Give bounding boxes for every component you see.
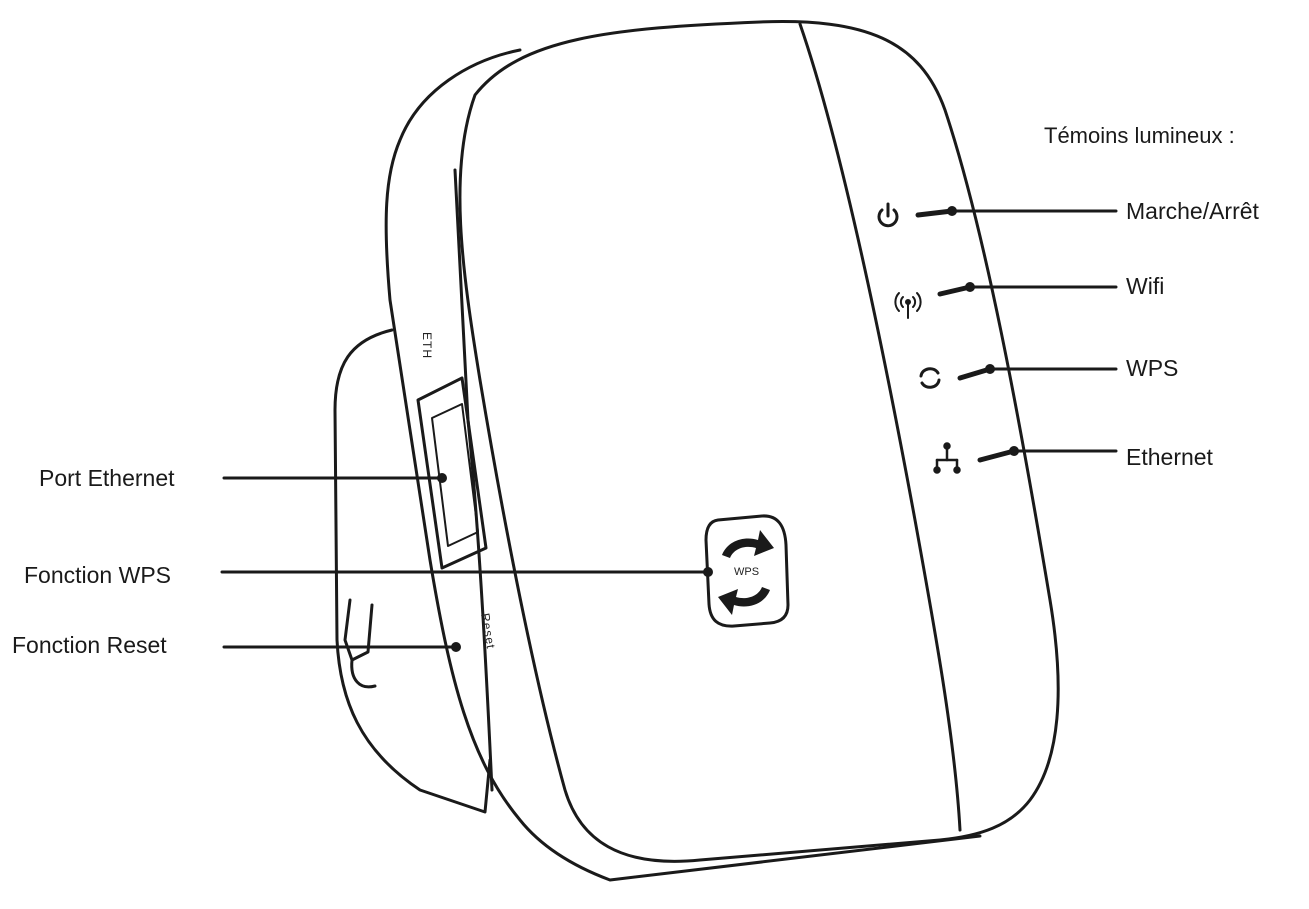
power-icon bbox=[877, 202, 899, 228]
wps-arrows-icon bbox=[919, 367, 941, 389]
led-wifi bbox=[937, 284, 973, 297]
front-panel-seam bbox=[798, 22, 962, 832]
wps-button[interactable] bbox=[704, 514, 790, 628]
label-wps: WPS bbox=[1126, 355, 1179, 381]
indicators-title: Témoins lumineux : bbox=[1044, 123, 1235, 148]
label-port-ethernet: Port Ethernet bbox=[39, 465, 175, 491]
ethernet-port-inner bbox=[431, 403, 479, 547]
wifi-signal-icon bbox=[894, 292, 922, 319]
label-fonction-reset: Fonction Reset bbox=[12, 632, 167, 658]
leader-dot-reset bbox=[451, 642, 461, 652]
plug-prong-bottom bbox=[350, 658, 377, 689]
label-ethernet: Ethernet bbox=[1126, 444, 1213, 470]
leader-dot-wifi bbox=[965, 282, 975, 292]
device-front bbox=[458, 20, 1060, 863]
wps-button-arrows-icon bbox=[718, 530, 774, 615]
device-side bbox=[384, 48, 982, 882]
plug-prong-top bbox=[343, 598, 374, 662]
eth-text: ETH bbox=[420, 332, 434, 359]
network-icon bbox=[933, 442, 961, 474]
wps-button-text: WPS bbox=[734, 566, 759, 578]
label-power: Marche/Arrêt bbox=[1126, 198, 1259, 224]
ethernet-port-outer bbox=[416, 376, 488, 570]
leader-dot-fonction-wps bbox=[703, 567, 713, 577]
leader-dot-power bbox=[947, 206, 957, 216]
led-ethernet bbox=[977, 448, 1017, 463]
led-power bbox=[915, 208, 955, 218]
reset-text: Reset bbox=[478, 612, 498, 650]
label-fonction-wps: Fonction WPS bbox=[24, 562, 171, 588]
led-wps bbox=[957, 366, 993, 381]
leader-dot-wps bbox=[985, 364, 995, 374]
leader-dot-ethernet bbox=[1009, 446, 1019, 456]
leader-dot-port bbox=[437, 473, 447, 483]
label-wifi: Wifi bbox=[1126, 273, 1165, 299]
plug-housing bbox=[333, 328, 492, 814]
